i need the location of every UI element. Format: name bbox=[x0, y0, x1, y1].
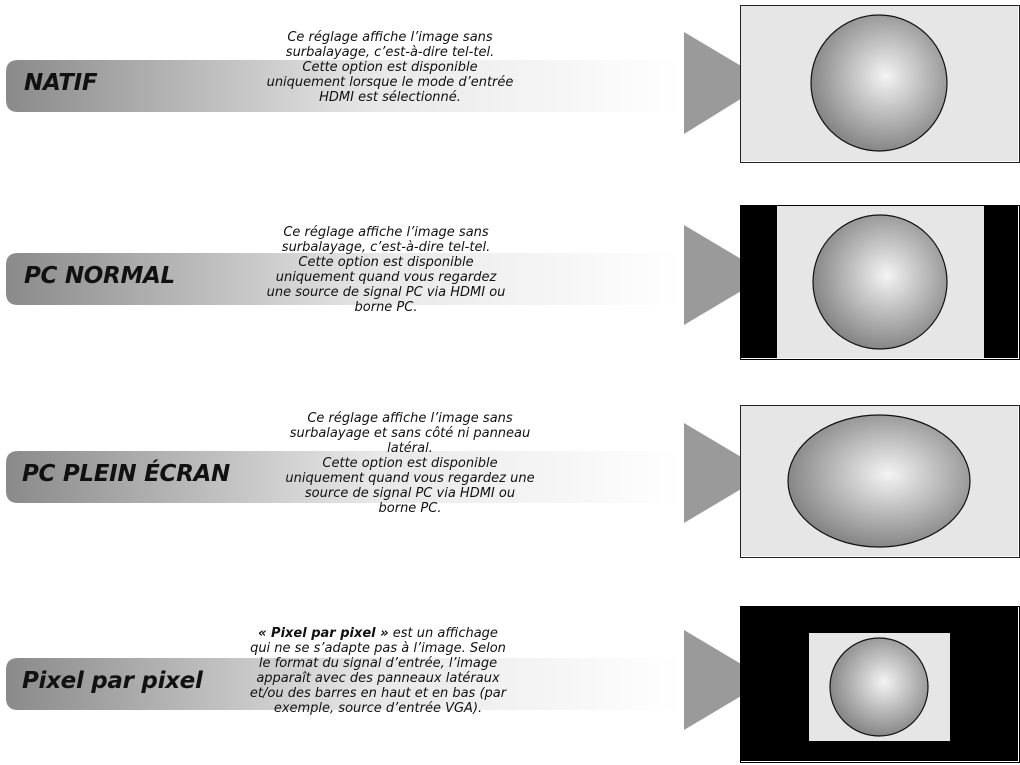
circle-pixel-par-pixel bbox=[829, 637, 929, 737]
row-natif: NATIF Ce réglage affiche l’image sans su… bbox=[0, 0, 1020, 190]
desc-pc-normal: Ce réglage affiche l’image sans surbalay… bbox=[266, 225, 506, 315]
label-pc-normal: PC NORMAL bbox=[24, 263, 175, 289]
row-pc-plein-ecran: PC PLEIN ÉCRAN Ce réglage affiche l’imag… bbox=[0, 395, 1020, 575]
screen-pc-normal bbox=[740, 205, 1020, 360]
row-pc-normal: PC NORMAL Ce réglage affiche l’image san… bbox=[0, 195, 1020, 365]
desc-pixel-par-pixel: « Pixel par pixel » est un affichage qui… bbox=[249, 626, 507, 716]
desc-pc-plein-ecran: Ce réglage affiche l’image sans surbalay… bbox=[285, 411, 535, 516]
screen-pc-plein-ecran bbox=[740, 405, 1020, 558]
arrow-pc-plein-ecran bbox=[6, 423, 768, 523]
desc-bold-term: « Pixel par pixel » bbox=[258, 626, 389, 641]
circle-pc-normal bbox=[812, 214, 948, 350]
desc-natif: Ce réglage affiche l’image sans surbalay… bbox=[266, 30, 514, 105]
label-pc-plein-ecran: PC PLEIN ÉCRAN bbox=[22, 461, 230, 487]
arrow-pixel-par-pixel bbox=[6, 630, 768, 730]
screen-natif bbox=[740, 5, 1020, 163]
screen-pixel-par-pixel bbox=[740, 606, 1020, 763]
arrow-natif bbox=[6, 32, 768, 134]
ellipse-pc-plein-ecran bbox=[787, 414, 971, 548]
label-natif: NATIF bbox=[24, 70, 98, 96]
label-pixel-par-pixel: Pixel par pixel bbox=[22, 668, 203, 694]
arrow-pc-normal bbox=[6, 225, 768, 325]
circle-natif bbox=[810, 14, 948, 152]
row-pixel-par-pixel: Pixel par pixel « Pixel par pixel » est … bbox=[0, 600, 1020, 765]
